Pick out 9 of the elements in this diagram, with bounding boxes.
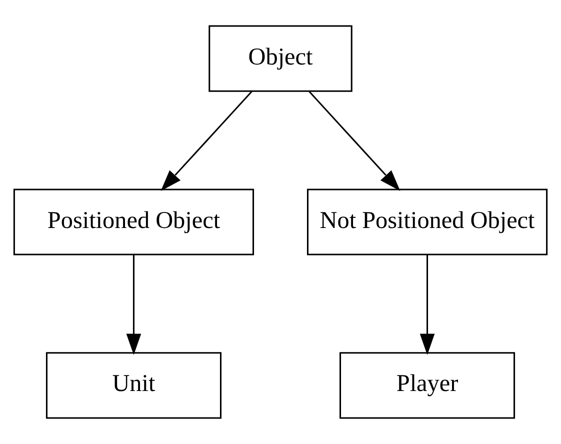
arrow xyxy=(308,90,400,191)
arrow xyxy=(126,254,142,355)
node-box: Unit xyxy=(46,352,222,419)
arrow xyxy=(420,254,435,355)
node-box: Not Positioned Object xyxy=(306,188,548,256)
node-box: Positioned Object xyxy=(13,188,254,256)
node-box: Object xyxy=(208,25,352,92)
arrow xyxy=(160,90,252,191)
node-box: Player xyxy=(340,352,516,419)
